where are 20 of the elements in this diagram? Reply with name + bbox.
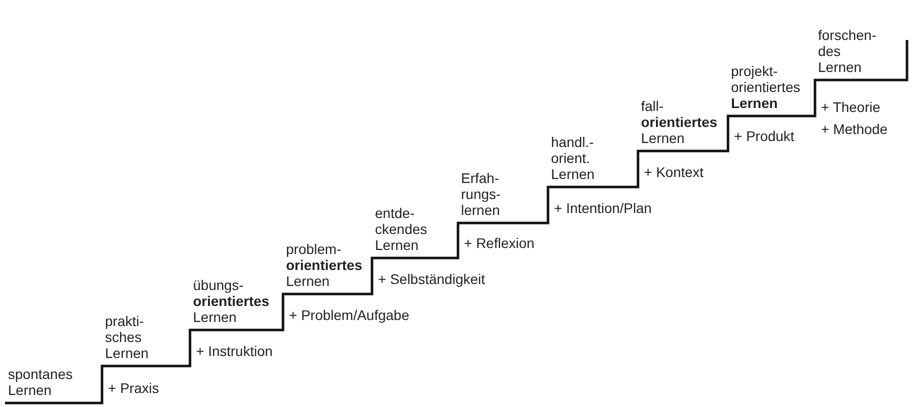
step-label: entde- ckendes Lernen: [375, 205, 428, 253]
step-label: fall- orientiertes Lernen: [641, 98, 718, 146]
step-addition-label: + Produkt: [734, 127, 794, 145]
step-label: handl.- orient. Lernen: [551, 134, 595, 182]
step-addition-label: + Intention/Plan: [554, 199, 652, 217]
step-label: Erfah- rungs- lernen: [461, 170, 501, 218]
step-addition-label: + Kontext: [644, 163, 704, 181]
step-addition-label: + Reflexion: [464, 234, 534, 252]
step-label: forschen- des Lernen: [818, 27, 876, 75]
step-label: prakti- sches Lernen: [105, 313, 149, 361]
step-addition-label: + Theorie: [821, 98, 880, 116]
step-addition-label: + Instruktion: [196, 342, 273, 360]
step-addition-label: + Methode: [821, 120, 888, 138]
step-addition-label: + Selbständigkeit: [378, 270, 486, 288]
step-addition-label: + Problem/Aufgabe: [289, 306, 410, 324]
step-label: projekt- orientiertes Lernen: [731, 63, 800, 111]
step-label: übungs- orientiertes Lernen: [193, 277, 270, 325]
step-label: spontanes Lernen: [8, 366, 73, 398]
step-label: problem- orientiertes Lernen: [286, 241, 362, 289]
step-addition-label: + Praxis: [108, 379, 159, 397]
